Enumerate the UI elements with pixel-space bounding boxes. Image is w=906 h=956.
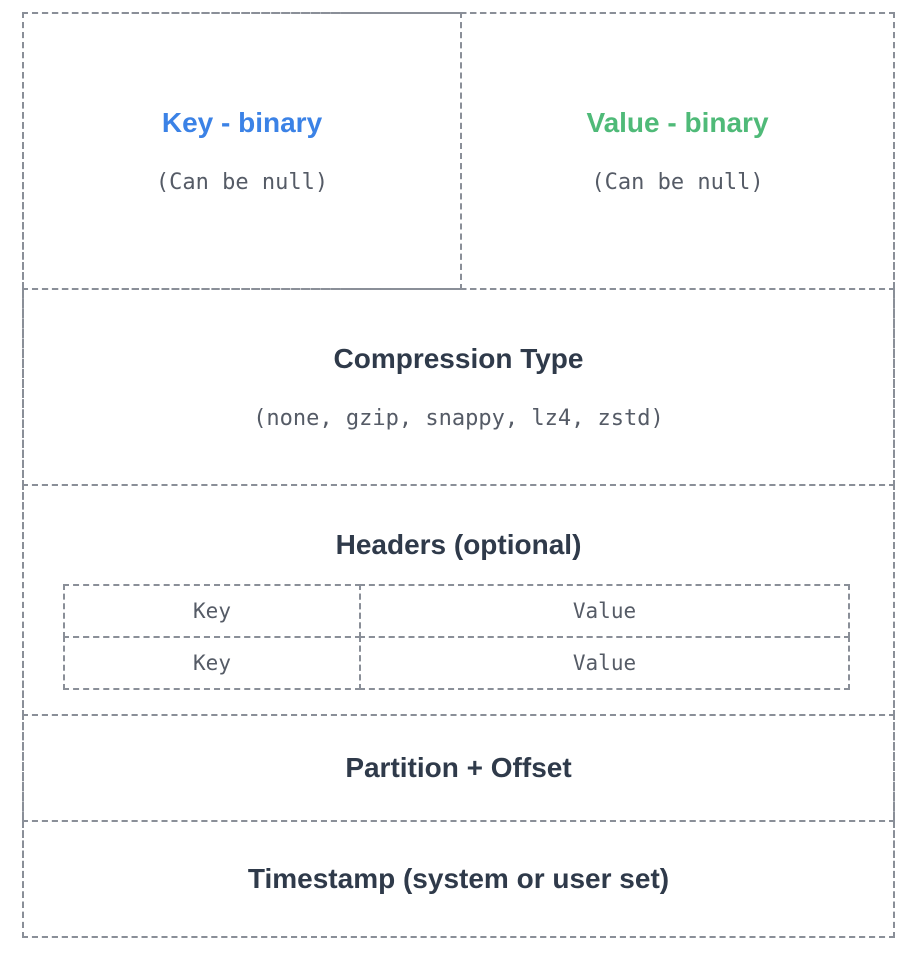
header-key-cell: Key — [63, 584, 361, 638]
header-key-cell: Key — [63, 636, 361, 690]
compression-title: Compression Type — [333, 343, 584, 374]
header-value-cell: Value — [359, 584, 850, 638]
key-section: Key - binary (Can be null) — [22, 12, 462, 290]
value-title: Value - binary — [586, 107, 769, 138]
value-nullable-note: (Can be null) — [591, 169, 764, 195]
key-nullable-note: (Can be null) — [155, 169, 329, 195]
compression-section: Compression Type (none, gzip, snappy, lz… — [22, 288, 895, 486]
header-value-cell: Value — [359, 636, 850, 690]
partition-offset-section: Partition + Offset — [22, 714, 895, 822]
partition-offset-title: Partition + Offset — [345, 752, 572, 784]
value-section: Value - binary (Can be null) — [460, 12, 895, 290]
headers-title: Headers (optional) — [335, 529, 582, 560]
timestamp-section: Timestamp (system or user set) — [22, 820, 895, 938]
compression-options: (none, gzip, snappy, lz4, zstd) — [253, 405, 664, 431]
key-title: Key - binary — [161, 107, 323, 138]
timestamp-title: Timestamp (system or user set) — [247, 863, 670, 895]
